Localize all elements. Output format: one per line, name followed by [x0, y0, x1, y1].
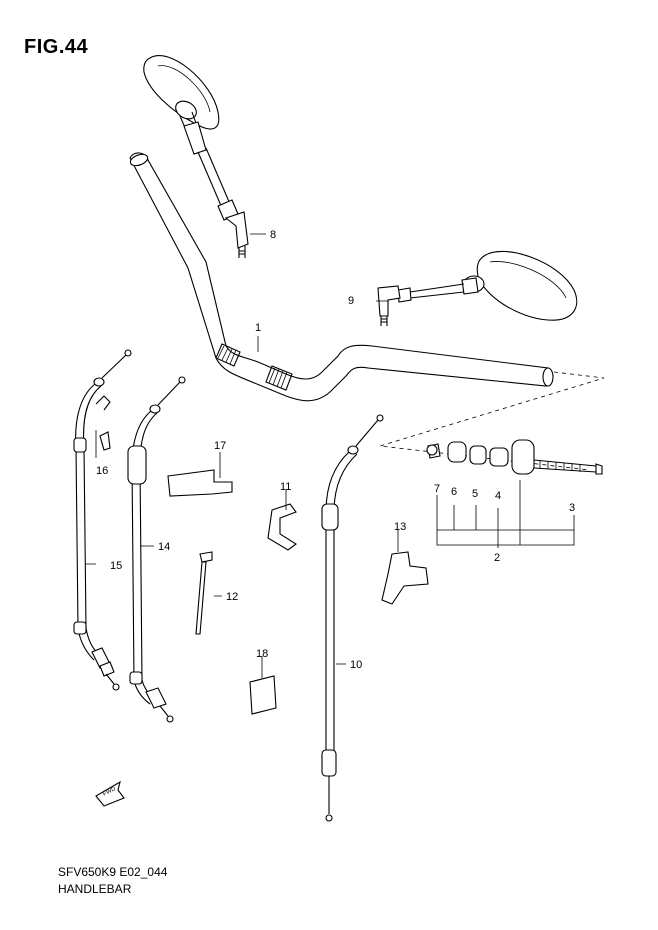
- figure-title: FIG.44: [24, 36, 89, 58]
- mirror-right-icon[interactable]: [377, 251, 578, 326]
- diagram-caption: HANDLEBAR: [58, 882, 132, 896]
- diagram-code: SFV650K9 E02_044: [58, 865, 168, 879]
- cable-guide-icon[interactable]: [167, 469, 233, 497]
- callout-17: 17: [214, 440, 226, 452]
- callout-11: 11: [280, 481, 291, 493]
- clamp-bracket-icon[interactable]: [267, 503, 297, 551]
- cable-tie-icon[interactable]: [195, 551, 213, 635]
- callout-2: 2: [494, 552, 500, 564]
- callout-14: 14: [158, 541, 170, 553]
- callout-15: 15: [110, 560, 122, 572]
- cable-holder-icon[interactable]: [381, 551, 429, 605]
- handlebar-icon[interactable]: [129, 152, 554, 402]
- pad-icon[interactable]: [249, 675, 277, 715]
- callout-4: 4: [495, 490, 501, 502]
- callout-18: 18: [256, 648, 268, 660]
- callout-8: 8: [270, 229, 276, 241]
- callout-7: 7: [434, 483, 440, 495]
- callout-6: 6: [451, 486, 457, 498]
- callout-16: 16: [96, 465, 108, 477]
- callout-10: 10: [350, 659, 362, 671]
- mirror-left-icon[interactable]: [143, 55, 249, 258]
- callout-5: 5: [472, 488, 478, 500]
- fwd-arrow-icon: FWD: [95, 780, 125, 807]
- bar-end-weight-icon[interactable]: [426, 439, 603, 548]
- callout-12: 12: [226, 591, 238, 603]
- callout-9: 9: [348, 295, 354, 307]
- callout-1: 1: [255, 322, 261, 334]
- throttle-cable-icon[interactable]: [73, 349, 186, 723]
- callout-3: 3: [569, 502, 575, 514]
- clutch-cable-icon[interactable]: [321, 414, 384, 822]
- callout-13: 13: [394, 521, 406, 533]
